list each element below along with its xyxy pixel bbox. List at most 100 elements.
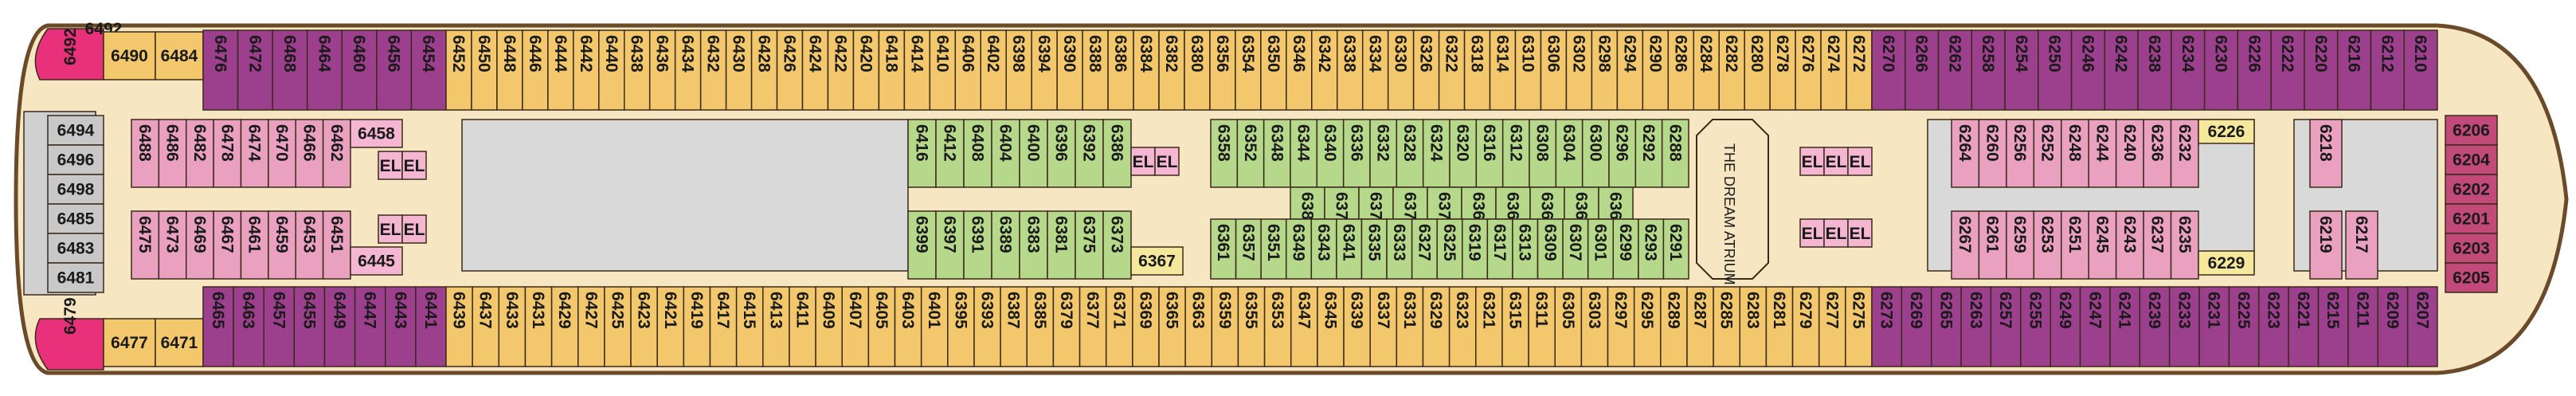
interior-cabin[interactable] [1951, 119, 1980, 188]
cabin[interactable] [155, 318, 204, 367]
balcony-cabin[interactable] [2203, 29, 2239, 111]
oceanview-cabin[interactable] [1132, 286, 1160, 367]
balcony-cabin[interactable] [233, 286, 264, 367]
interior-cabin[interactable] [1336, 218, 1363, 280]
interior-cabin[interactable] [1360, 218, 1388, 280]
balcony-cabin[interactable] [293, 286, 326, 367]
oceanview-cabin[interactable] [789, 286, 816, 367]
oceanview-cabin[interactable] [1769, 29, 1796, 111]
balcony-cabin[interactable] [2137, 29, 2172, 111]
elevator[interactable] [1823, 218, 1849, 248]
oceanview-cabin[interactable] [547, 29, 574, 111]
oceanview-cabin[interactable] [1387, 29, 1415, 111]
interior-cabin[interactable] [1638, 218, 1665, 280]
oceanview-cabin[interactable] [1422, 286, 1450, 367]
interior-cabin[interactable] [963, 210, 992, 280]
oceanview-cabin[interactable] [1396, 286, 1424, 367]
oceanview-cabin[interactable] [1686, 286, 1714, 367]
interior-cabin[interactable] [1263, 119, 1291, 188]
oceanview-cabin[interactable] [1369, 286, 1398, 367]
interior-cabin[interactable] [322, 210, 351, 280]
balcony-cabin[interactable] [2377, 286, 2409, 367]
interior-cabin[interactable] [1662, 218, 1689, 280]
oceanview-cabin[interactable] [878, 29, 906, 111]
elevator[interactable] [1847, 218, 1873, 248]
interior-cabin[interactable] [322, 119, 351, 188]
interior-cabin[interactable] [991, 119, 1020, 188]
balcony-cabin[interactable] [2304, 29, 2339, 111]
interior-cabin[interactable] [268, 119, 296, 188]
forward-cabin[interactable] [2445, 115, 2498, 146]
oceanview-cabin[interactable] [1082, 29, 1109, 111]
oceanview-cabin[interactable] [1133, 29, 1160, 111]
interior-cabin[interactable] [240, 210, 269, 280]
oceanview-cabin[interactable] [1235, 29, 1262, 111]
elevator[interactable] [1847, 147, 1873, 176]
oceanview-cabin[interactable] [867, 286, 896, 367]
elevator[interactable] [1823, 147, 1849, 176]
oceanview-cabin[interactable] [1818, 286, 1846, 367]
interior-cabin[interactable] [2345, 210, 2378, 280]
interior-cabin[interactable] [2033, 210, 2062, 280]
balcony-cabin[interactable] [2139, 286, 2171, 367]
interior-cabin[interactable] [935, 119, 965, 188]
cabin[interactable] [103, 318, 156, 367]
interior-cabin[interactable] [186, 210, 214, 280]
interior-cabin[interactable] [131, 119, 160, 188]
interior-cabin[interactable] [1290, 186, 1325, 220]
oceanview-cabin[interactable] [472, 286, 500, 367]
elevator[interactable] [378, 151, 403, 180]
balcony-cabin[interactable] [2049, 286, 2081, 367]
oceanview-cabin[interactable] [841, 286, 870, 367]
interior-cabin[interactable] [907, 210, 937, 280]
interior-cabin[interactable] [2309, 210, 2343, 280]
interior-cabin[interactable] [1495, 186, 1531, 220]
oceanview-cabin[interactable] [630, 286, 658, 367]
oceanview-cabin[interactable] [735, 286, 764, 367]
interior-cabin[interactable] [1978, 119, 2007, 188]
oceanview-cabin[interactable] [762, 286, 790, 367]
interior-cabin[interactable] [1462, 218, 1489, 280]
balcony-cabin[interactable] [2317, 286, 2349, 367]
oceanview-cabin[interactable] [1744, 29, 1771, 111]
interior-cabin[interactable] [1386, 218, 1413, 280]
oceanview-cabin[interactable] [947, 286, 975, 367]
forward-cabin[interactable] [2445, 262, 2498, 293]
balcony-cabin[interactable] [2258, 286, 2289, 367]
balcony-cabin[interactable] [2288, 286, 2320, 367]
interior-cabin[interactable] [1612, 218, 1639, 280]
interior-cabin[interactable] [2088, 210, 2117, 280]
oceanview-cabin[interactable] [496, 29, 523, 111]
cabin[interactable] [350, 119, 403, 148]
interior-cabin[interactable] [1564, 186, 1599, 220]
oceanview-cabin[interactable] [1211, 286, 1239, 367]
oceanview-cabin[interactable] [776, 29, 804, 111]
interior-cabin[interactable] [1951, 210, 1980, 280]
oceanview-cabin[interactable] [1260, 29, 1287, 111]
balcony-cabin[interactable] [2403, 29, 2438, 111]
balcony-cabin[interactable] [1960, 286, 1992, 367]
forward-cabin[interactable] [2445, 203, 2498, 234]
interior-cabin[interactable] [2170, 210, 2199, 280]
balcony-cabin[interactable] [2406, 286, 2438, 367]
oceanview-cabin[interactable] [954, 29, 982, 111]
oceanview-cabin[interactable] [577, 286, 605, 367]
aft-cabin[interactable] [47, 262, 104, 293]
interior-cabin[interactable] [268, 210, 296, 280]
oceanview-cabin[interactable] [1158, 286, 1186, 367]
interior-cabin[interactable] [2309, 119, 2343, 188]
interior-cabin[interactable] [1316, 119, 1345, 188]
oceanview-cabin[interactable] [598, 29, 625, 111]
balcony-cabin[interactable] [1930, 286, 1962, 367]
oceanview-cabin[interactable] [750, 29, 778, 111]
oceanview-cabin[interactable] [524, 286, 553, 367]
oceanview-cabin[interactable] [1056, 29, 1083, 111]
interior-cabin[interactable] [213, 210, 242, 280]
interior-cabin[interactable] [2061, 119, 2089, 188]
oceanview-cabin[interactable] [573, 29, 600, 111]
oceanview-cabin[interactable] [471, 29, 498, 111]
interior-cabin[interactable] [2170, 119, 2199, 188]
oceanview-cabin[interactable] [1290, 286, 1318, 367]
oceanview-cabin[interactable] [1846, 29, 1873, 111]
balcony-cabin[interactable] [2020, 286, 2051, 367]
